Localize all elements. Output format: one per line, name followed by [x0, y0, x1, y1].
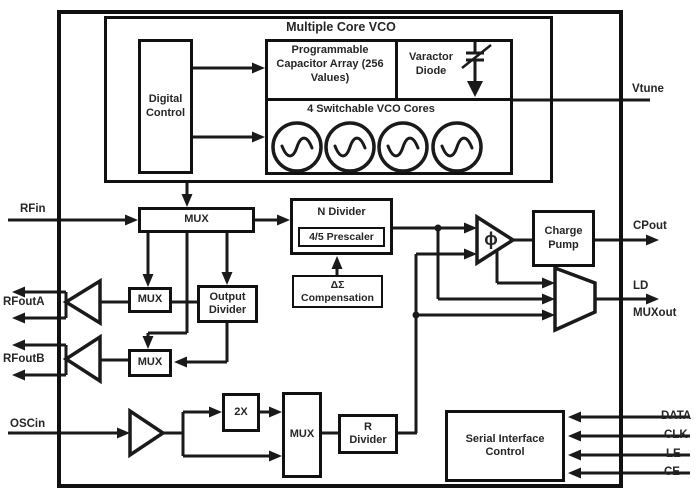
- block-output-divider: Output Divider: [197, 285, 258, 323]
- rfout-b-amp-icon: [62, 333, 102, 385]
- output-mux-selector-icon: [553, 265, 597, 333]
- block-ds-compensation: ΔΣ Compensation: [292, 275, 383, 308]
- pin-rfin: RFin: [20, 203, 46, 215]
- pin-ce: CE: [664, 466, 680, 478]
- r-divider-label: R Divider: [349, 420, 387, 446]
- block-prescaler: 4/5 Prescaler: [298, 227, 385, 247]
- cell-divider-horizontal: [265, 98, 513, 101]
- pin-vtune: Vtune: [632, 83, 664, 95]
- block-serial-interface-control: Serial Interface Control: [445, 410, 565, 482]
- ds-compensation-label: ΔΣ Compensation: [301, 278, 374, 304]
- junction-dots: [412, 224, 442, 319]
- vco-cores-label: 4 Switchable VCO Cores: [307, 103, 435, 115]
- digital-control-label: Digital Control: [145, 93, 186, 119]
- mux-osc-label: MUX: [289, 428, 315, 441]
- vco-inner-box: [265, 39, 513, 175]
- pin-clk: CLK: [664, 429, 688, 441]
- n-divider-label: N Divider: [317, 206, 366, 218]
- rfout-a-amp-icon: [62, 277, 102, 327]
- vco-title: Multiple Core VCO: [286, 20, 396, 34]
- output-divider-label: Output Divider: [208, 290, 247, 316]
- pin-cpout: CPout: [633, 220, 667, 232]
- pin-data: DATA: [661, 410, 692, 422]
- pin-rfouta: RFoutA: [3, 296, 45, 308]
- block-mux-a: MUX: [128, 287, 172, 313]
- pin-rfoutb: RFoutB: [3, 353, 45, 365]
- block-charge-pump: Charge Pump: [532, 210, 595, 267]
- block-doubler: 2X: [222, 393, 260, 432]
- block-mux-main: MUX: [138, 207, 255, 233]
- block-r-divider: R Divider: [338, 414, 398, 454]
- prescaler-label: 4/5 Prescaler: [309, 230, 374, 243]
- capacitor-array-label: Programmable Capacitor Array (256 Values…: [276, 44, 384, 84]
- block-digital-control: Digital Control: [138, 39, 193, 174]
- serial-interface-label: Serial Interface Control: [465, 432, 545, 458]
- arrowheads: [12, 62, 659, 479]
- pin-le: LE: [666, 448, 681, 460]
- phase-detector-icon: [475, 213, 517, 267]
- cell-divider-vertical: [395, 39, 398, 100]
- varactor-diode-icon: [461, 40, 492, 97]
- block-mux-b: MUX: [128, 349, 172, 377]
- block-mux-osc: MUX: [282, 392, 322, 478]
- varactor-diode-label: Varactor Diode: [408, 51, 454, 77]
- mux-main-label: MUX: [184, 213, 209, 226]
- phase-detector-symbol: ϕ: [484, 229, 498, 249]
- charge-pump-label: Charge Pump: [544, 225, 583, 251]
- mux-a-label: MUX: [137, 293, 163, 306]
- doubler-label: 2X: [234, 405, 248, 418]
- pin-muxout: MUXout: [633, 307, 677, 319]
- pin-oscin: OSCin: [10, 418, 46, 430]
- mux-b-label: MUX: [137, 356, 163, 369]
- pin-ld: LD: [633, 280, 649, 292]
- block-multiple-core-vco: [104, 16, 553, 183]
- chip-boundary: [57, 10, 623, 488]
- vco-core-icons: [271, 121, 483, 173]
